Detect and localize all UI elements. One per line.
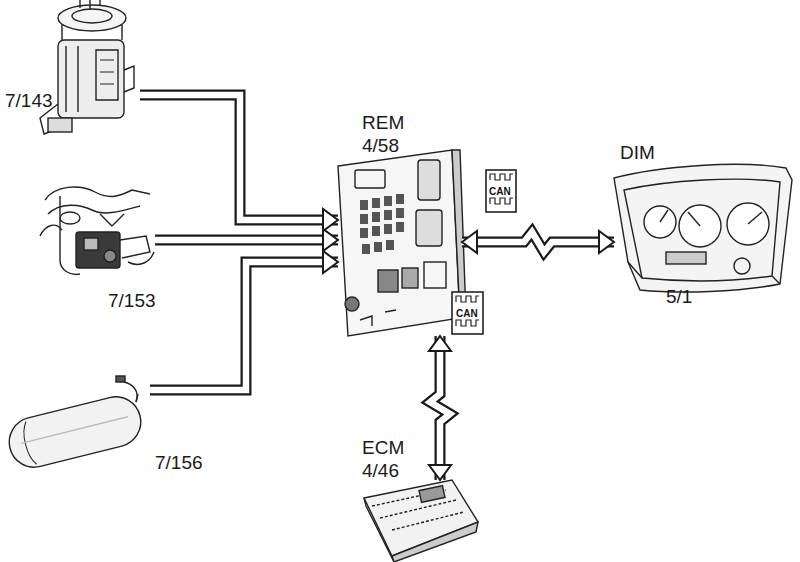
arrow-outline <box>150 262 338 390</box>
arrow-body <box>140 95 338 220</box>
module-node: ECM4/46 <box>364 480 478 562</box>
module-name: ECM <box>362 437 404 459</box>
signal-arrow <box>150 251 338 390</box>
module-node: DIM5/1 <box>614 162 792 292</box>
arrow-outline <box>140 95 338 220</box>
part-node: 7/153 <box>40 184 155 276</box>
arrow-head <box>462 231 477 253</box>
arrow-body <box>430 336 450 480</box>
part-number: 7/156 <box>155 452 203 474</box>
cylinder-drawing <box>4 376 146 472</box>
arrow-head <box>323 209 338 231</box>
part-number: 4/58 <box>362 135 399 157</box>
module-name: REM <box>362 112 404 134</box>
bus-label: CAN <box>489 186 511 197</box>
part-number: 4/46 <box>362 460 399 482</box>
part-number: 5/1 <box>666 286 692 308</box>
part-node: 7/143 <box>35 2 140 137</box>
bus-label: CAN <box>456 308 478 319</box>
arrow-body <box>150 262 338 390</box>
can-symbol <box>452 170 516 334</box>
arrow-body <box>155 237 338 244</box>
fuel-pump-drawing <box>40 0 134 134</box>
signal-arrow <box>429 336 451 480</box>
arrow-head <box>323 251 338 273</box>
ecm-drawing <box>364 480 478 562</box>
arrow-head <box>323 229 338 251</box>
part-number: 7/153 <box>108 290 156 312</box>
part-node: 7/156 <box>5 384 150 466</box>
instrument-cluster-drawing <box>614 164 792 292</box>
arrow-head <box>599 231 614 253</box>
sensor-drawing <box>40 187 154 274</box>
module-name: DIM <box>620 142 655 164</box>
signal-arrow <box>140 95 338 231</box>
arrow-head <box>429 465 451 480</box>
module-node: REM4/58 <box>338 150 462 336</box>
arrow-outline <box>155 235 338 246</box>
signal-arrow <box>462 231 614 253</box>
arrow-outline <box>462 232 614 252</box>
signal-arrow <box>155 229 338 251</box>
arrow-outline <box>430 336 450 480</box>
rem-module-drawing <box>338 150 466 336</box>
arrow-head <box>429 336 451 351</box>
part-number: 7/143 <box>5 90 53 112</box>
arrow-body <box>462 232 614 252</box>
